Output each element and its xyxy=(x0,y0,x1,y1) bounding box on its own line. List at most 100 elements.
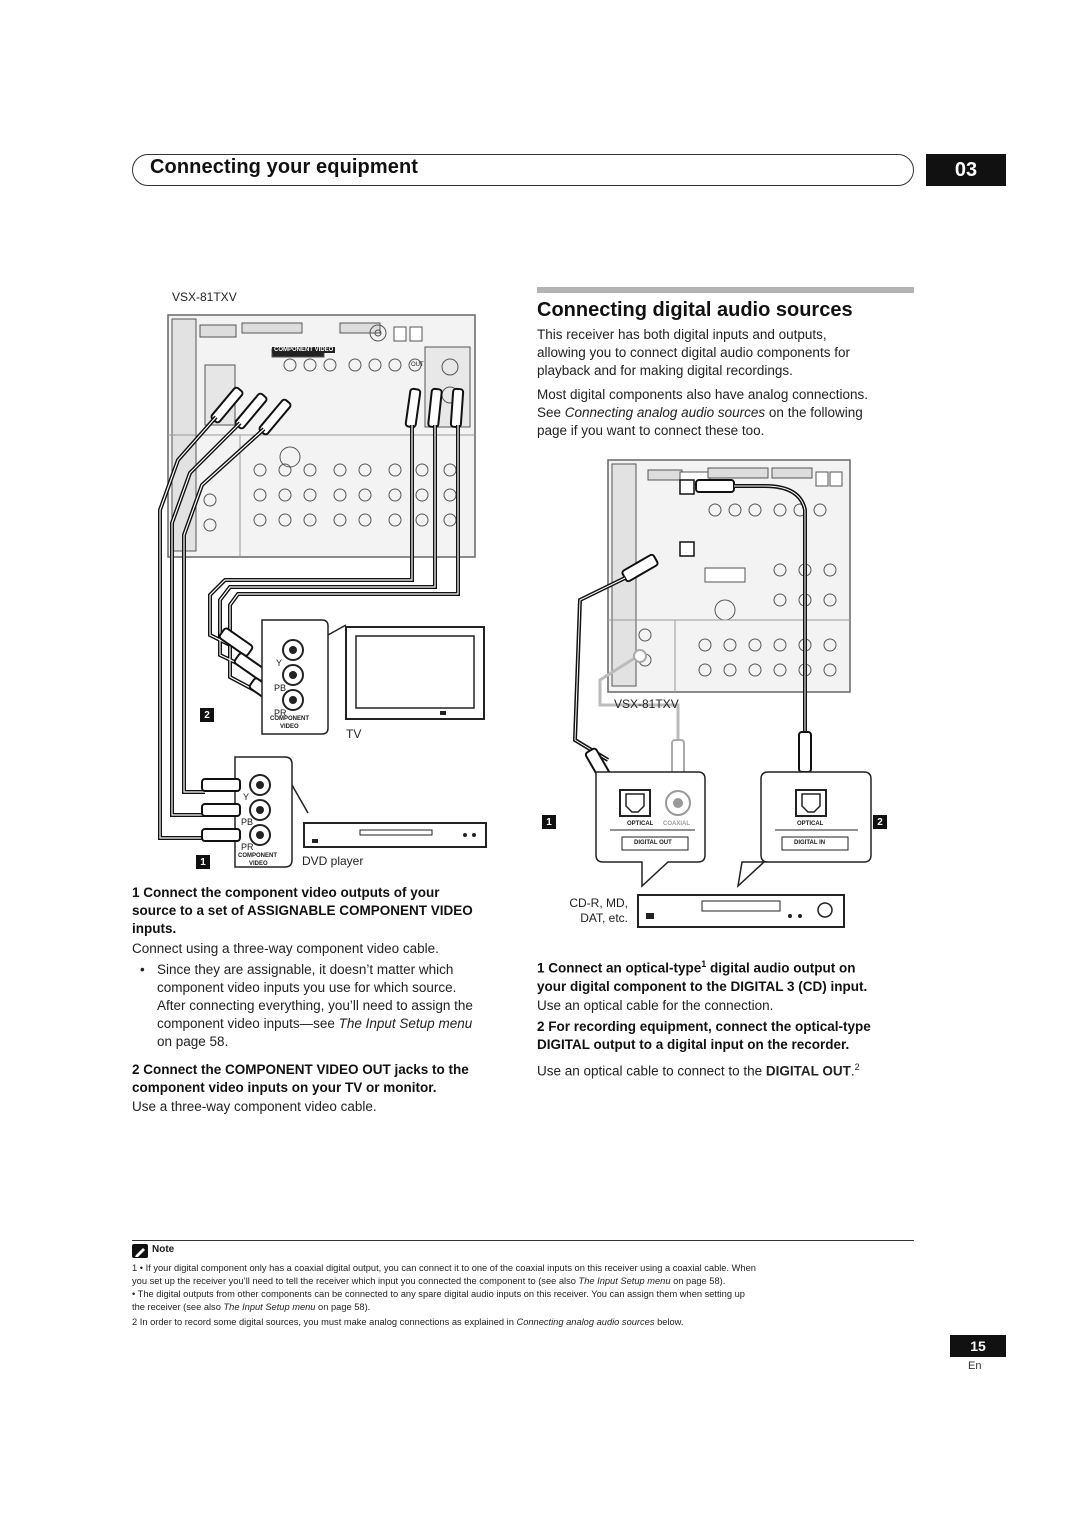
page-header-title: Connecting your equipment xyxy=(150,156,419,178)
intro-paragraph-2: Most digital components also have analog… xyxy=(537,386,917,440)
right-step-2: 2 For recording equipment, connect the o… xyxy=(537,1018,917,1081)
source-digital-out-label: DIGITAL OUT xyxy=(634,840,672,846)
component-video-connection-diagram xyxy=(158,314,487,868)
bullet-line-4-prefix: component video inputs—see xyxy=(157,1016,339,1031)
coaxial-cable-optional xyxy=(598,654,680,740)
left-bullet-line-4: component video inputs—see The Input Set… xyxy=(157,1015,527,1033)
intro-p2-line-3: page if you want to connect these too. xyxy=(537,423,765,438)
tv-label: TV xyxy=(346,727,362,741)
intro-see: See xyxy=(537,405,565,420)
left-step-1-line-1: 1 Connect the component video outputs of… xyxy=(132,885,440,900)
section-divider xyxy=(537,287,914,293)
right-step-2-line-1: 2 For recording equipment, connect the o… xyxy=(537,1019,871,1034)
right-step-2-body: Use an optical cable to connect to the D… xyxy=(537,1058,917,1081)
dvd-jack-pb-label: PB xyxy=(241,817,254,827)
right-step-1-suffix: digital audio output on xyxy=(706,960,856,976)
intro-p1-line-1: This receiver has both digital inputs an… xyxy=(537,327,827,342)
footnote-1b-suffix: on page 58). xyxy=(670,1276,726,1286)
footnote-1d-prefix: the receiver (see also xyxy=(132,1302,224,1312)
left-bullet-line-1: Since they are assignable, it doesn’t ma… xyxy=(157,962,454,977)
footnote-1c: • The digital outputs from other compone… xyxy=(132,1289,745,1299)
tv-jack-pb-label: PB xyxy=(274,683,287,693)
left-receiver-label: VSX-81TXV xyxy=(172,290,237,304)
chapter-number-badge: 03 xyxy=(926,154,1006,186)
tv-icon xyxy=(345,626,485,720)
left-step-badge-1: 1 xyxy=(196,855,210,869)
input-setup-menu-link[interactable]: The Input Setup menu xyxy=(338,1016,473,1031)
footnote-1a: 1 • If your digital component only has a… xyxy=(132,1263,756,1273)
footnote-2-link[interactable]: Connecting analog audio sources xyxy=(516,1317,655,1327)
intro-p1-line-2: allowing you to connect digital audio co… xyxy=(537,345,850,360)
right-step-1-body: Use an optical cable for the connection. xyxy=(537,997,774,1013)
left-step-1-line-3: inputs. xyxy=(132,921,177,936)
left-bullet-line-3: After connecting everything, you’ll need… xyxy=(157,998,473,1013)
left-step-1: 1 Connect the component video outputs of… xyxy=(132,884,522,958)
intro-p2-rest: on the following xyxy=(765,405,863,420)
left-bullet: Since they are assignable, it doesn’t ma… xyxy=(157,961,527,1051)
intro-p2-line-2: See Connecting analog audio sources on t… xyxy=(537,404,917,422)
footnote-1d-link[interactable]: The Input Setup menu xyxy=(223,1302,316,1312)
tv-component-label-a: COMPONENT xyxy=(270,716,309,722)
tv-jack-y-label: Y xyxy=(276,658,283,668)
footnote-1b-prefix: you set up the receiver you’ll need to t… xyxy=(132,1276,579,1286)
recorder-label-line-1: CD-R, MD, xyxy=(569,896,628,910)
dvd-side-plugs xyxy=(201,778,241,842)
right-step-badge-2: 2 xyxy=(873,815,887,829)
component-video-jack-label: COMPONENT VIDEO xyxy=(272,347,336,353)
footnote-2: 2 In order to record some digital source… xyxy=(132,1316,914,1329)
coaxial-plug-grey xyxy=(671,739,685,777)
left-bullet-line-2: component video inputs you use for which… xyxy=(157,980,457,995)
rca-jack-grid-left xyxy=(203,446,457,532)
intro-p2-line-1: Most digital components also have analog… xyxy=(537,387,868,402)
recorder-digital-in-label: DIGITAL IN xyxy=(794,840,826,846)
tv-component-label-b: VIDEO xyxy=(280,724,299,730)
right-step-badge-1: 1 xyxy=(542,815,556,829)
recorder-label-line-2: DAT, etc. xyxy=(580,911,628,925)
digital-out-bold: DIGITAL OUT xyxy=(765,1063,851,1079)
footnote-ref-1: 1 xyxy=(701,959,707,969)
digital-out-callout xyxy=(595,771,706,888)
dvd-jack-pr-label: PR xyxy=(241,842,254,852)
recorder-optical-label: OPTICAL xyxy=(797,821,824,827)
right-step-1-line-2: your digital component to the DIGITAL 3 … xyxy=(537,978,868,994)
footnote-1d: the receiver (see also The Input Setup m… xyxy=(132,1301,914,1314)
note-divider xyxy=(132,1240,914,1241)
receiver-component-video-out-plugs xyxy=(404,387,465,429)
source-coaxial-label: COAXIAL xyxy=(663,821,690,827)
dvd-player-label: DVD player xyxy=(302,854,364,868)
section-title: Connecting digital audio sources xyxy=(537,299,853,321)
language-code: En xyxy=(968,1360,982,1372)
footnote-1b: you set up the receiver you’ll need to t… xyxy=(132,1275,914,1288)
intro-paragraph-1: This receiver has both digital inputs an… xyxy=(537,326,917,380)
digital-in-callout xyxy=(736,771,872,889)
left-step-1-body: Connect using a three-way component vide… xyxy=(132,941,439,956)
source-optical-label: OPTICAL xyxy=(627,821,654,827)
receiver-rear-panel-right xyxy=(607,459,851,693)
dvd-component-video-jack-panel xyxy=(234,756,309,868)
left-step-2-line-2: component video inputs on your TV or mon… xyxy=(132,1080,437,1095)
left-step-1-line-2: source to a set of ASSIGNABLE COMPONENT … xyxy=(132,903,473,918)
footnote-1b-link[interactable]: The Input Setup menu xyxy=(578,1276,671,1286)
right-receiver-label: VSX-81TXV xyxy=(614,697,679,711)
bullet-glyph: • xyxy=(140,962,145,977)
digital-audio-connection-diagram xyxy=(572,459,872,928)
page-number: 15 xyxy=(950,1335,1006,1357)
left-step-2-body: Use a three-way component video cable. xyxy=(132,1099,377,1114)
intro-p1-line-3: playback and for making digital recordin… xyxy=(537,363,793,378)
recorder-unit-icon xyxy=(637,894,845,928)
note-label: Note xyxy=(152,1244,175,1255)
right-step-2-body-suffix: . xyxy=(850,1063,855,1079)
analog-audio-sources-link[interactable]: Connecting analog audio sources xyxy=(564,405,766,420)
left-step-badge-2: 2 xyxy=(200,708,214,722)
footnote-2-suffix: below. xyxy=(654,1317,684,1327)
dvd-component-label-b: VIDEO xyxy=(249,861,268,867)
footnote-ref-2: 2 xyxy=(854,1062,860,1072)
dvd-component-label-a: COMPONENT xyxy=(238,853,277,859)
dvd-jack-y-label: Y xyxy=(243,792,250,802)
right-step-1: 1 Connect an optical-type1 digital audio… xyxy=(537,955,917,1015)
tv-component-video-jack-panel xyxy=(261,619,347,735)
footnote-2-prefix: 2 In order to record some digital source… xyxy=(132,1317,517,1327)
component-out-label: OUT xyxy=(411,362,424,368)
right-step-2-line-2: DIGITAL output to a digital input on the… xyxy=(537,1037,850,1052)
right-step-1-line-1: 1 Connect an optical-type1 digital audio… xyxy=(537,955,917,978)
